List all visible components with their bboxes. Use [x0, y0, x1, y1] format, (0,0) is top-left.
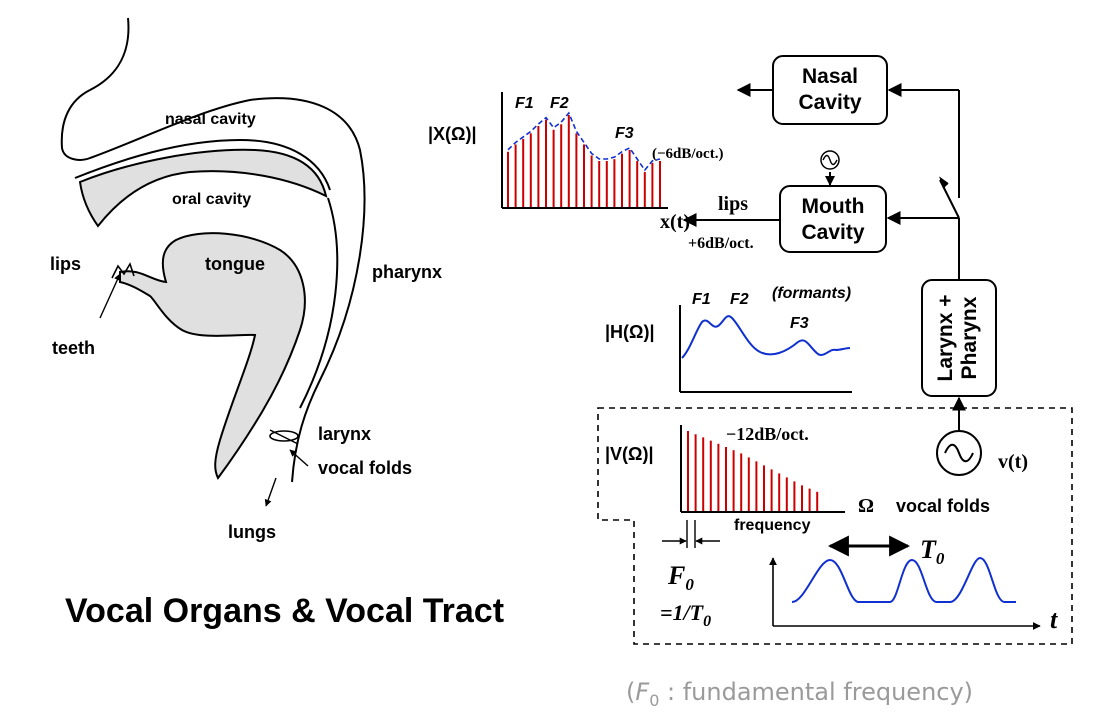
- h-f2-label: F2: [730, 291, 749, 308]
- omega-axis-label: Ω: [858, 495, 874, 517]
- pharynx-label: pharynx: [372, 262, 442, 282]
- nasal-block-line2: Cavity: [798, 91, 861, 114]
- mouth-cavity-block: Mouth Cavity: [779, 185, 887, 253]
- x-spectrum-ylabel: |X(Ω)|: [428, 124, 477, 144]
- frequency-axis-label: frequency: [734, 517, 811, 534]
- h-f3-label: F3: [790, 315, 809, 332]
- formants-note: (formants): [772, 285, 851, 302]
- f0-label: F0: [667, 561, 694, 594]
- v-spectrum-ylabel: |V(Ω)|: [605, 444, 654, 464]
- lungs-label: lungs: [228, 522, 276, 542]
- nasal-cavity-block: Nasal Cavity: [772, 55, 888, 125]
- larynx-block-line1: Larynx +: [934, 295, 957, 382]
- lips-label: lips: [50, 254, 81, 274]
- vocal-folds-label: vocal folds: [318, 458, 412, 478]
- nasal-block-line1: Nasal: [802, 65, 858, 88]
- x-signal-label: x(t): [660, 211, 690, 233]
- face-outline: [60, 17, 366, 483]
- footnote: (F0 : fundamental frequency): [626, 678, 973, 710]
- larynx-label: larynx: [318, 424, 371, 444]
- diagram-title: Vocal Organs & Vocal Tract: [65, 592, 504, 630]
- period-label: T0: [920, 535, 945, 568]
- teeth-pointer: [99, 273, 121, 319]
- x-f2-label: F2: [550, 95, 569, 112]
- h-response-plot: [679, 305, 852, 393]
- oral-cavity-label: oral cavity: [172, 191, 251, 208]
- hard-palate: [78, 148, 328, 228]
- pharynx-wall: [299, 197, 339, 409]
- x-f3-label: F3: [615, 125, 634, 142]
- h-response-curve: [681, 315, 851, 359]
- vocal-folds-pointer: [289, 449, 309, 467]
- signal-flow-lines: [682, 83, 966, 430]
- larynx-pharynx-block: Larynx + Pharynx: [921, 279, 997, 397]
- x-spectrum-plot: [501, 92, 668, 209]
- teeth-shape: [111, 262, 135, 279]
- h-f1-label: F1: [692, 291, 711, 308]
- vocal-folds-source: [936, 430, 982, 476]
- source-dashed-region: [597, 407, 1073, 645]
- lips-output-label: lips: [718, 193, 748, 215]
- nasal-floor: [74, 138, 331, 191]
- x-f1-label: F1: [515, 95, 534, 112]
- teeth-label: teeth: [52, 338, 95, 358]
- mouth-block-line2: Cavity: [801, 221, 864, 244]
- larynx-block-line2: Pharynx: [958, 296, 981, 379]
- time-axis-label: t: [1050, 605, 1058, 634]
- x-slope-label: (−6dB/oct.): [652, 146, 723, 162]
- f0-equation: =1/T0: [660, 600, 711, 630]
- lip-radiation-label: +6dB/oct.: [688, 235, 754, 252]
- nasal-cavity-label: nasal cavity: [165, 111, 256, 128]
- mouth-source-symbol: [820, 150, 840, 170]
- x-spectrum-envelope: [507, 111, 661, 172]
- v-signal-label: v(t): [998, 451, 1028, 473]
- vocal-folds-shape: [269, 430, 299, 442]
- tongue-shape: [119, 232, 306, 480]
- v-spectrum-plot: [680, 425, 845, 513]
- head-sagittal-section: [60, 17, 366, 483]
- mouth-block-line1: Mouth: [802, 195, 865, 218]
- f0-spacing-marker: [662, 520, 720, 548]
- tongue-label: tongue: [205, 254, 265, 274]
- lungs-arrow: [264, 477, 277, 507]
- glottal-pulse-curve: [791, 556, 1016, 603]
- h-response-ylabel: |H(Ω)|: [605, 322, 655, 342]
- vocal-folds-source-label: vocal folds: [896, 496, 990, 516]
- v-slope-label: −12dB/oct.: [726, 424, 809, 444]
- glottal-waveform-plot: [769, 535, 1041, 630]
